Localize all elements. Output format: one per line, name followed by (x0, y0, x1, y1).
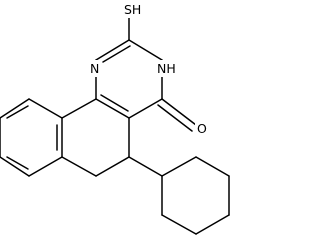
bond-c8-c7 (0, 156, 30, 177)
bond-n1-c2-double (102, 45, 131, 63)
bond-c4-o (161, 98, 197, 126)
atom-o-label: O (197, 121, 207, 136)
bond-c4-c4a (128, 98, 163, 119)
bond-c6-c6a (61, 156, 97, 177)
atom-labels: SH NH N O (88, 1, 211, 137)
bonds (0, 17, 230, 235)
atom-n-label: N (90, 61, 99, 76)
atom-nh-label: NH (157, 61, 176, 76)
bond-c5-cy1 (128, 156, 163, 177)
bond-c5-c6 (95, 156, 130, 177)
bond-c7-c6a (28, 156, 63, 177)
bond-cy4-cy5 (195, 214, 230, 235)
bond-c10a-c10b (61, 98, 97, 119)
atom-o-bg (195, 120, 211, 137)
atom-n-bg (88, 60, 102, 77)
atom-nh-bg (155, 60, 183, 77)
atom-sh-bg (122, 1, 148, 18)
bond-c4-o-double (157, 104, 193, 132)
bond-benz-double-3 (6, 156, 29, 170)
bond-c10-c9 (0, 98, 30, 119)
atom-sh-label: SH (124, 2, 141, 17)
bond-cy1-cy2 (161, 156, 197, 177)
bond-cy2-cy3 (195, 156, 230, 177)
bond-benz-double-2 (6, 105, 29, 119)
bond-c4a-c10b (95, 98, 130, 119)
bond-c10a-c10 (28, 98, 63, 119)
bond-n1-c2 (95, 39, 130, 61)
bond-cy5-cy6 (161, 214, 197, 235)
bond-c2-n3 (128, 39, 163, 61)
bond-c4a-c10b-double (100, 94, 129, 112)
structure-diagram: SH NH N O (0, 1, 230, 235)
